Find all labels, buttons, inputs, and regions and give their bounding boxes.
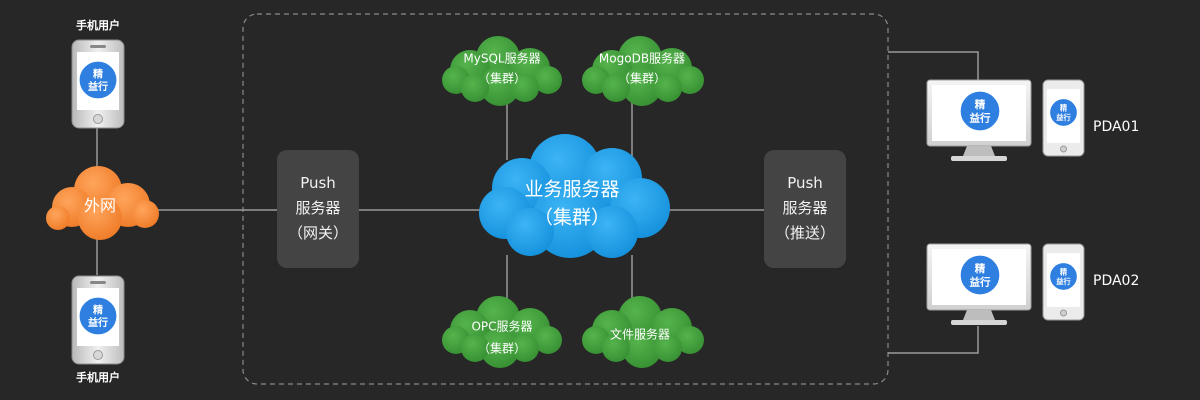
cluster-boundary bbox=[242, 13, 889, 385]
app-logo-icon bbox=[959, 254, 1001, 296]
pda02-monitor bbox=[926, 243, 1032, 325]
app-logo-icon bbox=[1049, 98, 1078, 127]
app-logo-icon bbox=[78, 296, 118, 336]
mongodb-cloud bbox=[582, 36, 704, 106]
push-server-box bbox=[764, 150, 846, 268]
business-cloud bbox=[479, 134, 670, 258]
line-cluster-pda02 bbox=[888, 326, 979, 354]
pda02-phone bbox=[1042, 243, 1085, 321]
app-logo-icon bbox=[1049, 262, 1078, 291]
mobile-phone-top bbox=[71, 39, 125, 129]
app-logo-icon bbox=[78, 60, 118, 100]
mysql-cloud bbox=[442, 36, 562, 106]
connection-lines bbox=[96, 51, 979, 354]
file-cloud bbox=[582, 296, 704, 368]
gateway-server-box bbox=[277, 150, 359, 268]
app-logo-icon bbox=[959, 90, 1001, 132]
internet-cloud bbox=[46, 166, 159, 240]
line-cluster-pda01 bbox=[888, 51, 979, 80]
mobile-phone-bottom bbox=[71, 275, 125, 365]
opc-cloud bbox=[442, 296, 562, 368]
pda01-monitor bbox=[926, 79, 1032, 161]
pda01-phone bbox=[1042, 79, 1085, 157]
